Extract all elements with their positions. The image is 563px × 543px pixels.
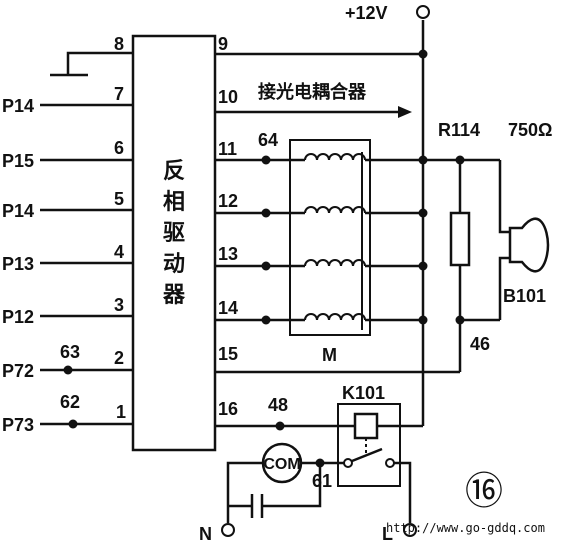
chip-label-char-5: 器 (162, 283, 186, 308)
node-62-label: 62 (60, 392, 80, 412)
optocoupler-label: 接光电耦合器 (258, 81, 367, 103)
pin-1-number: 1 (116, 402, 126, 422)
relay-label: K101 (342, 383, 385, 403)
supply-terminal (416, 5, 430, 19)
stepper-motor-box (289, 139, 371, 336)
chip-label-char-3: 驱 (163, 221, 185, 246)
pin-12-dot (261, 208, 271, 218)
compressor-label: COM (263, 456, 300, 473)
resistor-value: 750Ω (508, 120, 552, 140)
pin-10-arrowhead (398, 106, 412, 118)
pin-7-number: 7 (114, 84, 124, 104)
inverter-driver-chip (131, 34, 217, 452)
buzzer-label: B101 (503, 286, 546, 306)
relay-contact-left (343, 458, 353, 468)
node-63-dot (63, 365, 73, 375)
neutral-label: N (199, 524, 212, 543)
relay-coil (353, 412, 379, 440)
chip-label-char-1: 反 (163, 159, 185, 184)
motor-coil-4 (304, 313, 366, 321)
resistor-name: R114 (438, 120, 480, 140)
relay-switch-blade (351, 447, 383, 463)
bus-dot-14 (418, 315, 428, 325)
resistor-r114 (449, 211, 471, 267)
node-61-label: 61 (312, 471, 332, 491)
pin-4-signal: P13 (2, 254, 34, 274)
node-48-dot (275, 421, 285, 431)
motor-coil-2 (304, 206, 366, 214)
live-label: L (382, 524, 393, 543)
node-62-dot (68, 419, 78, 429)
node-64-dot (261, 155, 271, 165)
relay-contact-right (385, 458, 395, 468)
node-46-label: 46 (470, 334, 490, 354)
bus-dot-13 (418, 261, 428, 271)
pin-7-signal: P14 (2, 96, 34, 116)
chip-label-char-2: 相 (163, 190, 185, 215)
bus-dot-12 (418, 208, 428, 218)
compressor-left-wire (226, 461, 263, 506)
neutral-terminal (221, 523, 235, 537)
pin-5-signal: P14 (2, 201, 34, 221)
pin-9-number: 9 (218, 34, 228, 54)
pin-6-signal: P15 (2, 151, 34, 171)
pin-12-number: 12 (218, 191, 238, 211)
pin-3-number: 3 (114, 295, 124, 315)
pin-1-signal: P73 (2, 415, 34, 435)
live-wire (394, 461, 412, 523)
buzzer-symbol (508, 217, 550, 273)
capacitor-right-wire (262, 463, 322, 508)
pin-10-number: 10 (218, 87, 238, 107)
pin-6-number: 6 (114, 138, 124, 158)
figure-number: ⑯ (465, 469, 503, 513)
pin-2-number: 2 (114, 348, 124, 368)
node-63-label: 63 (60, 342, 80, 362)
pin-3-signal: P12 (2, 307, 34, 327)
node-64-label: 64 (258, 130, 278, 150)
buzzer-leads (498, 160, 510, 320)
watermark-url: http://www.go-gddq.com (386, 521, 545, 535)
pin-13-number: 13 (218, 244, 238, 264)
pin-2-signal: P72 (2, 361, 34, 381)
pin-13-dot (261, 261, 271, 271)
pin-15-number: 15 (218, 344, 238, 364)
relay-k101-box (337, 403, 401, 487)
live-terminal (403, 523, 417, 537)
motor-coil-1 (304, 153, 366, 161)
motor-label: M (322, 345, 337, 365)
pin-8-wire (66, 51, 133, 74)
pin-11-number: 11 (218, 139, 237, 159)
pin-16-number: 16 (218, 399, 238, 419)
pin-14-number: 14 (218, 298, 238, 318)
pin-5-number: 5 (114, 189, 124, 209)
pin-8-number: 8 (114, 34, 124, 54)
supply-label: +12V (345, 3, 388, 23)
node-48-label: 48 (268, 395, 288, 415)
motor-coil-3 (304, 259, 366, 267)
pin-4-number: 4 (114, 242, 124, 262)
pin-14-dot (261, 315, 271, 325)
chip-label-char-4: 动 (163, 252, 185, 277)
bus-dot-9 (418, 49, 428, 59)
